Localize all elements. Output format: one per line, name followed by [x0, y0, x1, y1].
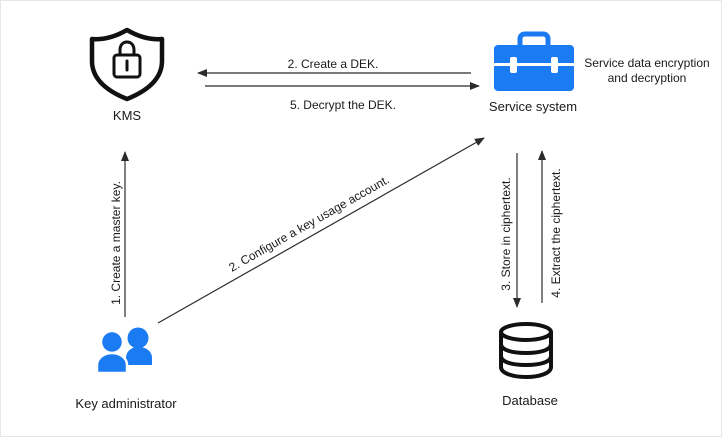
service-note-line1: Service data encryption [584, 56, 709, 70]
briefcase-icon [494, 31, 574, 91]
users-icon [95, 327, 152, 375]
edge-label-configure-account: 2. Configure a key usage account. [226, 172, 391, 274]
service-system-label: Service system [489, 99, 577, 114]
arrow-configure-account [157, 137, 485, 324]
database-label: Database [502, 393, 558, 408]
edge-label-decrypt-dek: 5. Decrypt the DEK. [290, 98, 396, 112]
kms-label: KMS [113, 108, 142, 123]
database-icon [499, 322, 553, 380]
key-administrator-label: Key administrator [75, 396, 177, 411]
edge-label-create-dek: 2. Create a DEK. [288, 57, 379, 71]
service-note-line2: and decryption [608, 71, 687, 85]
edge-label-extract-ciphertext: 4. Extract the ciphertext. [549, 168, 563, 297]
edge-label-store-ciphertext: 3. Store in ciphertext. [499, 177, 513, 290]
edge-label-create-master-key: 1. Create a master key. [109, 181, 123, 305]
shield-lock-icon [89, 27, 165, 102]
